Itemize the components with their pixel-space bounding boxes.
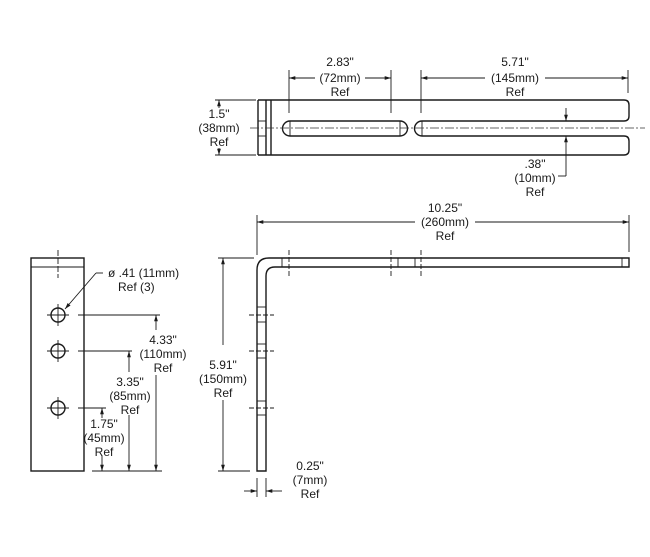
hole-note-line2: Ref (3) (118, 280, 155, 294)
dim-slot-2-in: 5.71" (501, 55, 529, 69)
dim-height-mm: (150mm) (199, 372, 247, 386)
dim-height: 5.91" (150mm) Ref (199, 257, 254, 472)
dim-width-in: 1.5" (209, 107, 230, 121)
dim-slot-width-mm: (10mm) (514, 171, 555, 185)
front-view-outline (30, 257, 85, 472)
dim-hole-3: 1.75" (45mm) Ref (83, 408, 125, 471)
dim-width-mm: (38mm) (198, 121, 239, 135)
dim-slot-1-mm: (72mm) (319, 71, 360, 85)
dim-thickness-in: 0.25" (296, 459, 324, 473)
dim-slot-1: 2.83" (72mm) Ref (288, 55, 392, 113)
dim-hole-1-in: 4.33" (149, 333, 177, 347)
dim-hole-3-mm: (45mm) (83, 431, 124, 445)
dim-thickness-ref: Ref (301, 487, 320, 501)
dim-slot-width-ref: Ref (526, 185, 545, 199)
hole-callout: ø .41 (11mm) Ref (3) (64, 266, 179, 310)
dim-slot-width: .38" (10mm) Ref (514, 108, 568, 199)
dim-hole-1: 4.33" (110mm) Ref (139, 315, 187, 471)
dim-slot-2-mm: (145mm) (491, 71, 539, 85)
top-view: 1.5" (38mm) Ref 2.83" (72mm) Ref 5.71" (… (198, 55, 645, 199)
slot-2 (413, 120, 423, 137)
front-view: ø .41 (11mm) Ref (3) 4.33" (110mm) Ref 3… (30, 250, 187, 472)
dim-length-in: 10.25" (428, 201, 462, 215)
dim-length-ref: Ref (436, 229, 455, 243)
dim-slot-width-in: .38" (525, 157, 546, 171)
slot-1 (281, 120, 409, 137)
dim-slot-2: 5.71" (145mm) Ref (420, 55, 629, 113)
dim-height-in: 5.91" (209, 358, 237, 372)
top-view-outline (257, 99, 630, 156)
side-view: 10.25" (260mm) Ref 5.91" (150mm) Ref 0.2… (199, 201, 630, 501)
hole-1 (47, 304, 69, 326)
hole-note-line1: ø .41 (11mm) (108, 266, 179, 280)
side-hole-2 (249, 343, 274, 359)
dim-hole-3-in: 1.75" (90, 417, 118, 431)
dim-height-ref: Ref (214, 386, 233, 400)
dim-thickness-mm: (7mm) (293, 473, 328, 487)
side-hole-3 (249, 400, 274, 416)
dim-hole-2-ref: Ref (121, 403, 140, 417)
dim-length-mm: (260mm) (421, 215, 469, 229)
dim-slot-1-ref: Ref (331, 85, 350, 99)
dim-thickness: 0.25" (7mm) Ref (244, 459, 327, 501)
dim-hole-2: 3.35" (85mm) Ref (109, 351, 151, 471)
dim-hole-2-in: 3.35" (116, 375, 144, 389)
hole-2 (47, 340, 69, 362)
dim-slot-1-in: 2.83" (326, 55, 354, 69)
dim-hole-3-ref: Ref (95, 445, 114, 459)
dim-width: 1.5" (38mm) Ref (198, 99, 256, 156)
dim-hole-1-mm: (110mm) (139, 347, 186, 361)
dim-hole-1-ref: Ref (154, 361, 173, 375)
dim-length: 10.25" (260mm) Ref (256, 201, 630, 255)
side-hole-1 (249, 306, 274, 323)
dim-hole-2-mm: (85mm) (109, 389, 150, 403)
side-view-outline (249, 250, 630, 472)
dim-width-ref: Ref (210, 135, 229, 149)
hole-3 (47, 397, 69, 419)
dim-slot-2-ref: Ref (506, 85, 525, 99)
